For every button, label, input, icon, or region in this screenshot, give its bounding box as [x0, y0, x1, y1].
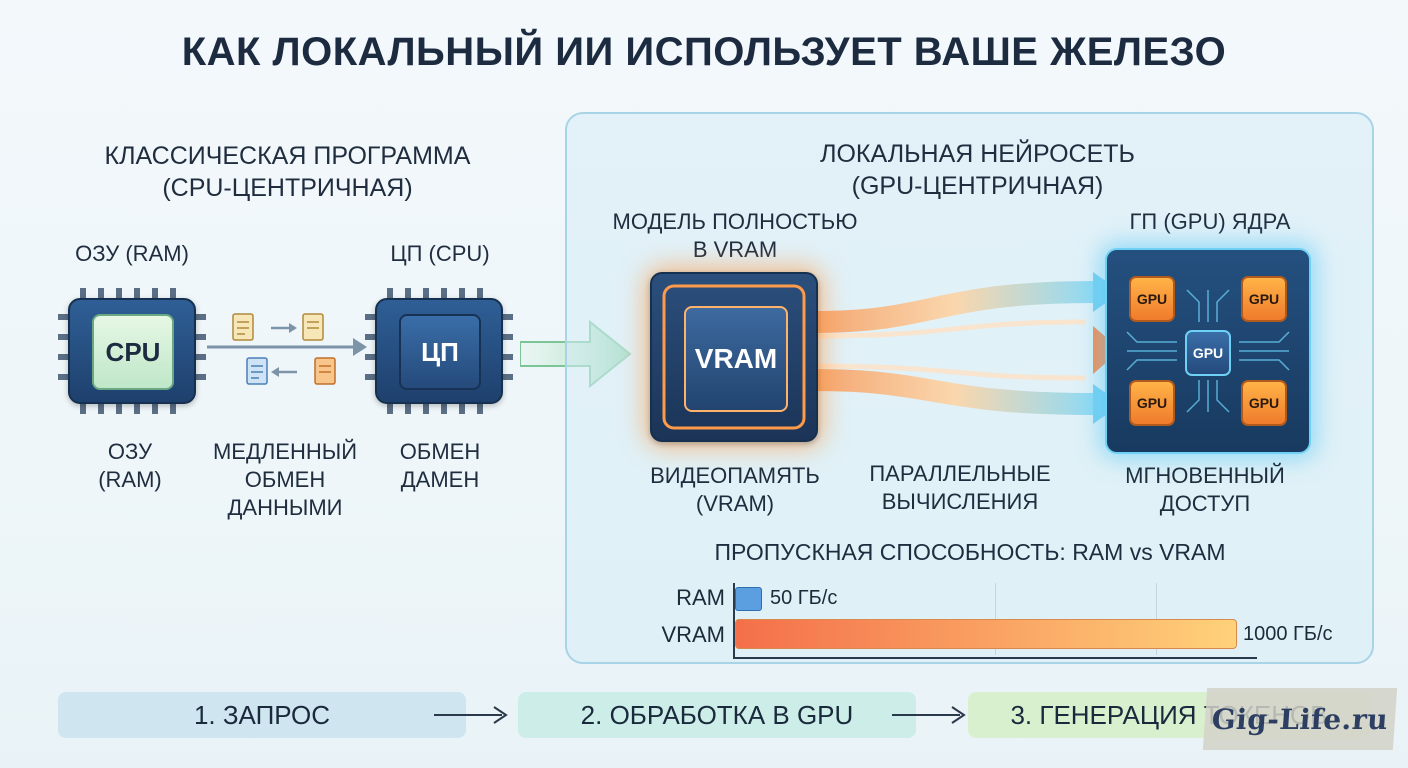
- ram-bottom-line2: (RAM): [98, 467, 162, 492]
- bar-ram: [735, 587, 762, 611]
- step-request: 1. ЗАПРОС: [58, 692, 466, 738]
- bar-label-vram: 1000 ГБ/с: [1243, 623, 1333, 645]
- parallel-line2: ВЫЧИСЛЕНИЯ: [881, 489, 1039, 514]
- local-heading-line2: (GPU-ЦЕНТРИЧНАЯ): [851, 172, 1104, 200]
- chart-category-ram: RAM: [676, 585, 725, 610]
- gpu-chip: GPU GPU GPU GPU GPU: [1105, 248, 1311, 454]
- classic-heading-line2: (CPU-ЦЕНТРИЧНАЯ): [162, 174, 413, 202]
- ram-bottom-line1: ОЗУ: [107, 439, 153, 464]
- step-arrow-icon: [892, 706, 966, 724]
- slow-transfer-line1: МЕДЛЕННЫЙ: [212, 439, 358, 464]
- classic-heading: КЛАССИЧЕСКАЯ ПРОГРАММА (CPU-ЦЕНТРИЧНАЯ): [40, 140, 535, 204]
- local-heading: ЛОКАЛЬНАЯ НЕЙРОСЕТЬ (GPU-ЦЕНТРИЧНАЯ): [720, 138, 1235, 202]
- model-line1: МОДЕЛЬ ПОЛНОСТЬЮ: [612, 209, 858, 234]
- vram-chip: VRAM: [650, 272, 818, 442]
- chart-category-vram: VRAM: [661, 622, 725, 647]
- gpu-core-bottom-right: GPU: [1241, 380, 1287, 426]
- vram-chip-border: [662, 284, 806, 430]
- cpu-bottom-line2: ДАМЕН: [400, 467, 480, 492]
- classic-heading-line1: КЛАССИЧЕСКАЯ ПРОГРАММА: [104, 142, 471, 170]
- slow-transfer-label: МЕДЛЕННЫЙ ОБМЕН ДАННЫМИ: [185, 438, 385, 522]
- ram-bottom-label: ОЗУ (RAM): [70, 438, 190, 494]
- gpu-core-top-right: GPU: [1241, 276, 1287, 322]
- parallel-flow-graphic: [815, 272, 1121, 424]
- step-arrow-icon: [434, 706, 508, 724]
- cpu-top-label: ЦП (CPU): [390, 241, 490, 266]
- bar-vram: [735, 619, 1237, 649]
- cpu-chip: ЦП: [365, 288, 513, 414]
- model-in-vram-label: МОДЕЛЬ ПОЛНОСТЬЮ В VRAM: [605, 208, 865, 264]
- document-icon: [232, 313, 254, 341]
- page-title: КАК ЛОКАЛЬНЫЙ ИИ ИСПОЛЬЗУЕТ ВАШЕ ЖЕЛЕЗО: [181, 30, 1227, 74]
- bar-label-ram: 50 ГБ/с: [770, 587, 838, 609]
- instant-line1: МГНОВЕННЫЙ: [1125, 463, 1285, 488]
- gpu-cores-label: ГП (GPU) ЯДРА: [1129, 209, 1291, 234]
- cpu-bottom-label: ОБМЕН ДАМЕН: [380, 438, 500, 494]
- vram-bottom-line1: ВИДЕОПАМЯТЬ: [650, 463, 820, 488]
- slow-transfer-line2: ОБМЕН ДАННЫМИ: [227, 467, 343, 520]
- ram-chip-label: CPU: [92, 314, 174, 390]
- parallel-compute-label: ПАРАЛЛЕЛЬНЫЕ ВЫЧИСЛЕНИЯ: [860, 460, 1060, 516]
- watermark: Gig-Life.ru: [1202, 688, 1398, 750]
- instant-access-label: МГНОВЕННЫЙ ДОСТУП: [1105, 462, 1305, 518]
- bandwidth-chart-area: 50 ГБ/с 1000 ГБ/с: [733, 583, 1333, 659]
- cpu-chip-pins: [365, 288, 513, 414]
- gpu-core-top-left: GPU: [1129, 276, 1175, 322]
- gpu-traces: [1126, 289, 1290, 413]
- cpu-bottom-line1: ОБМЕН: [399, 439, 481, 464]
- vram-bottom-label: ВИДЕОПАМЯТЬ (VRAM): [640, 462, 830, 518]
- parallel-line1: ПАРАЛЛЕЛЬНЫЕ: [869, 461, 1051, 486]
- gpu-core-bottom-left: GPU: [1129, 380, 1175, 426]
- cpu-chip-label: ЦП: [399, 314, 481, 390]
- slow-exchange-graphic: [207, 313, 367, 385]
- local-heading-line1: ЛОКАЛЬНАЯ НЕЙРОСЕТЬ: [820, 140, 1135, 168]
- step-gpu-processing: 2. ОБРАБОТКА В GPU: [518, 692, 916, 738]
- gpu-core-center: GPU: [1185, 330, 1231, 376]
- bandwidth-chart-title: ПРОПУСКНАЯ СПОСОБНОСТЬ: RAM vs VRAM: [714, 539, 1226, 565]
- ram-chip-pins: [58, 288, 206, 414]
- vram-chip-label: VRAM: [684, 306, 788, 412]
- instant-line2: ДОСТУП: [1159, 491, 1251, 516]
- ram-chip: CPU: [58, 288, 206, 414]
- model-line2: В VRAM: [692, 237, 778, 262]
- vram-bottom-line2: (VRAM): [695, 491, 775, 516]
- ram-top-label: ОЗУ (RAM): [75, 241, 189, 266]
